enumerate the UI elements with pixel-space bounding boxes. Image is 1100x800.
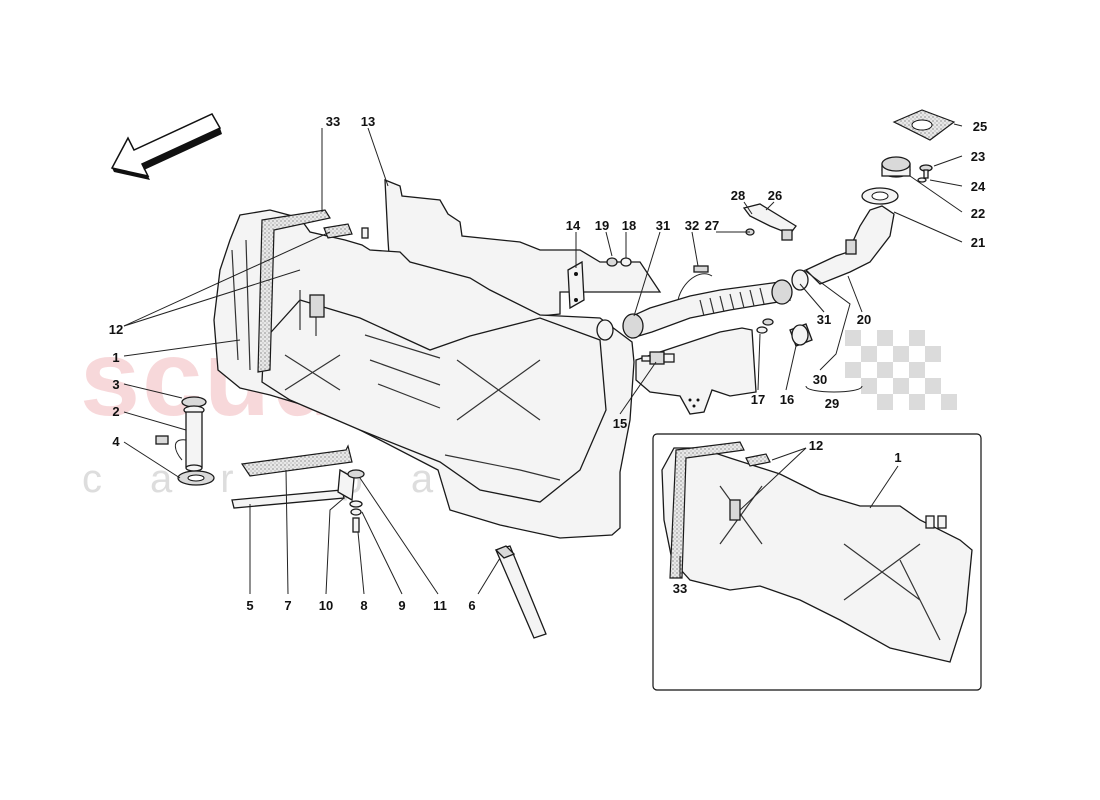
callout-16: 16 [780, 392, 794, 407]
callout-12-inset: 12 [809, 438, 823, 453]
callout-27: 27 [705, 218, 719, 233]
insulation-strip [257, 209, 331, 373]
tank-mount-bracket [567, 260, 585, 310]
callout-3: 3 [112, 377, 119, 392]
tank-pad-12b [323, 223, 353, 239]
callout-7: 7 [284, 598, 291, 613]
callout-22: 22 [971, 206, 985, 221]
drain-fittings [756, 318, 813, 347]
callout-24: 24 [971, 179, 986, 194]
inset-view [652, 433, 982, 691]
vent-nipple [361, 227, 369, 239]
callout-26: 26 [768, 188, 782, 203]
rear-shield-plate [635, 327, 757, 415]
callout-29: 29 [825, 396, 839, 411]
callout-5: 5 [246, 598, 253, 613]
strap-pad [240, 444, 353, 477]
callout-15: 15 [613, 416, 627, 431]
cap-screw [917, 164, 933, 183]
callout-33: 33 [326, 114, 340, 129]
strap-fasteners [347, 469, 365, 533]
callout-11: 11 [433, 598, 447, 613]
callout-28: 28 [731, 188, 745, 203]
filler-cap [881, 156, 911, 178]
callout-9: 9 [398, 598, 405, 613]
filler-bracket [742, 203, 797, 241]
callout-31-top: 31 [656, 218, 670, 233]
support-bracket [494, 545, 547, 639]
callout-12-left: 12 [109, 322, 123, 337]
watermark-checkered-flag [845, 330, 957, 410]
vent-valve [641, 351, 675, 365]
filler-neck-hose [596, 265, 809, 341]
callout-25: 25 [973, 119, 987, 134]
callout-32: 32 [685, 218, 699, 233]
callout-1-inset: 1 [894, 450, 901, 465]
fuel-pump-sender [155, 396, 215, 486]
small-nuts [606, 257, 632, 267]
callout-13: 13 [361, 114, 375, 129]
callout-4: 4 [112, 434, 120, 449]
callout-19: 19 [595, 218, 609, 233]
callout-6: 6 [468, 598, 475, 613]
callout-labels: 33 13 14 19 18 31 32 27 28 26 25 23 24 2… [109, 114, 987, 613]
direction-arrow-icon [110, 113, 222, 180]
callout-23: 23 [971, 149, 985, 164]
callout-2: 2 [112, 404, 119, 419]
callout-17: 17 [751, 392, 765, 407]
callout-31-right: 31 [817, 312, 831, 327]
callout-1-left: 1 [112, 350, 119, 365]
callout-30: 30 [813, 372, 827, 387]
callout-21: 21 [971, 235, 985, 250]
fuel-tank-main [213, 209, 635, 539]
leader-lines [123, 123, 963, 595]
filler-gasket [892, 109, 956, 141]
callout-33-inset: 33 [673, 581, 687, 596]
callout-10: 10 [319, 598, 333, 613]
filler-elbow [804, 187, 899, 285]
tank-pad-12a [309, 294, 325, 318]
callout-8: 8 [360, 598, 367, 613]
callout-20: 20 [857, 312, 871, 327]
callout-18: 18 [622, 218, 636, 233]
callout-14: 14 [566, 218, 581, 233]
